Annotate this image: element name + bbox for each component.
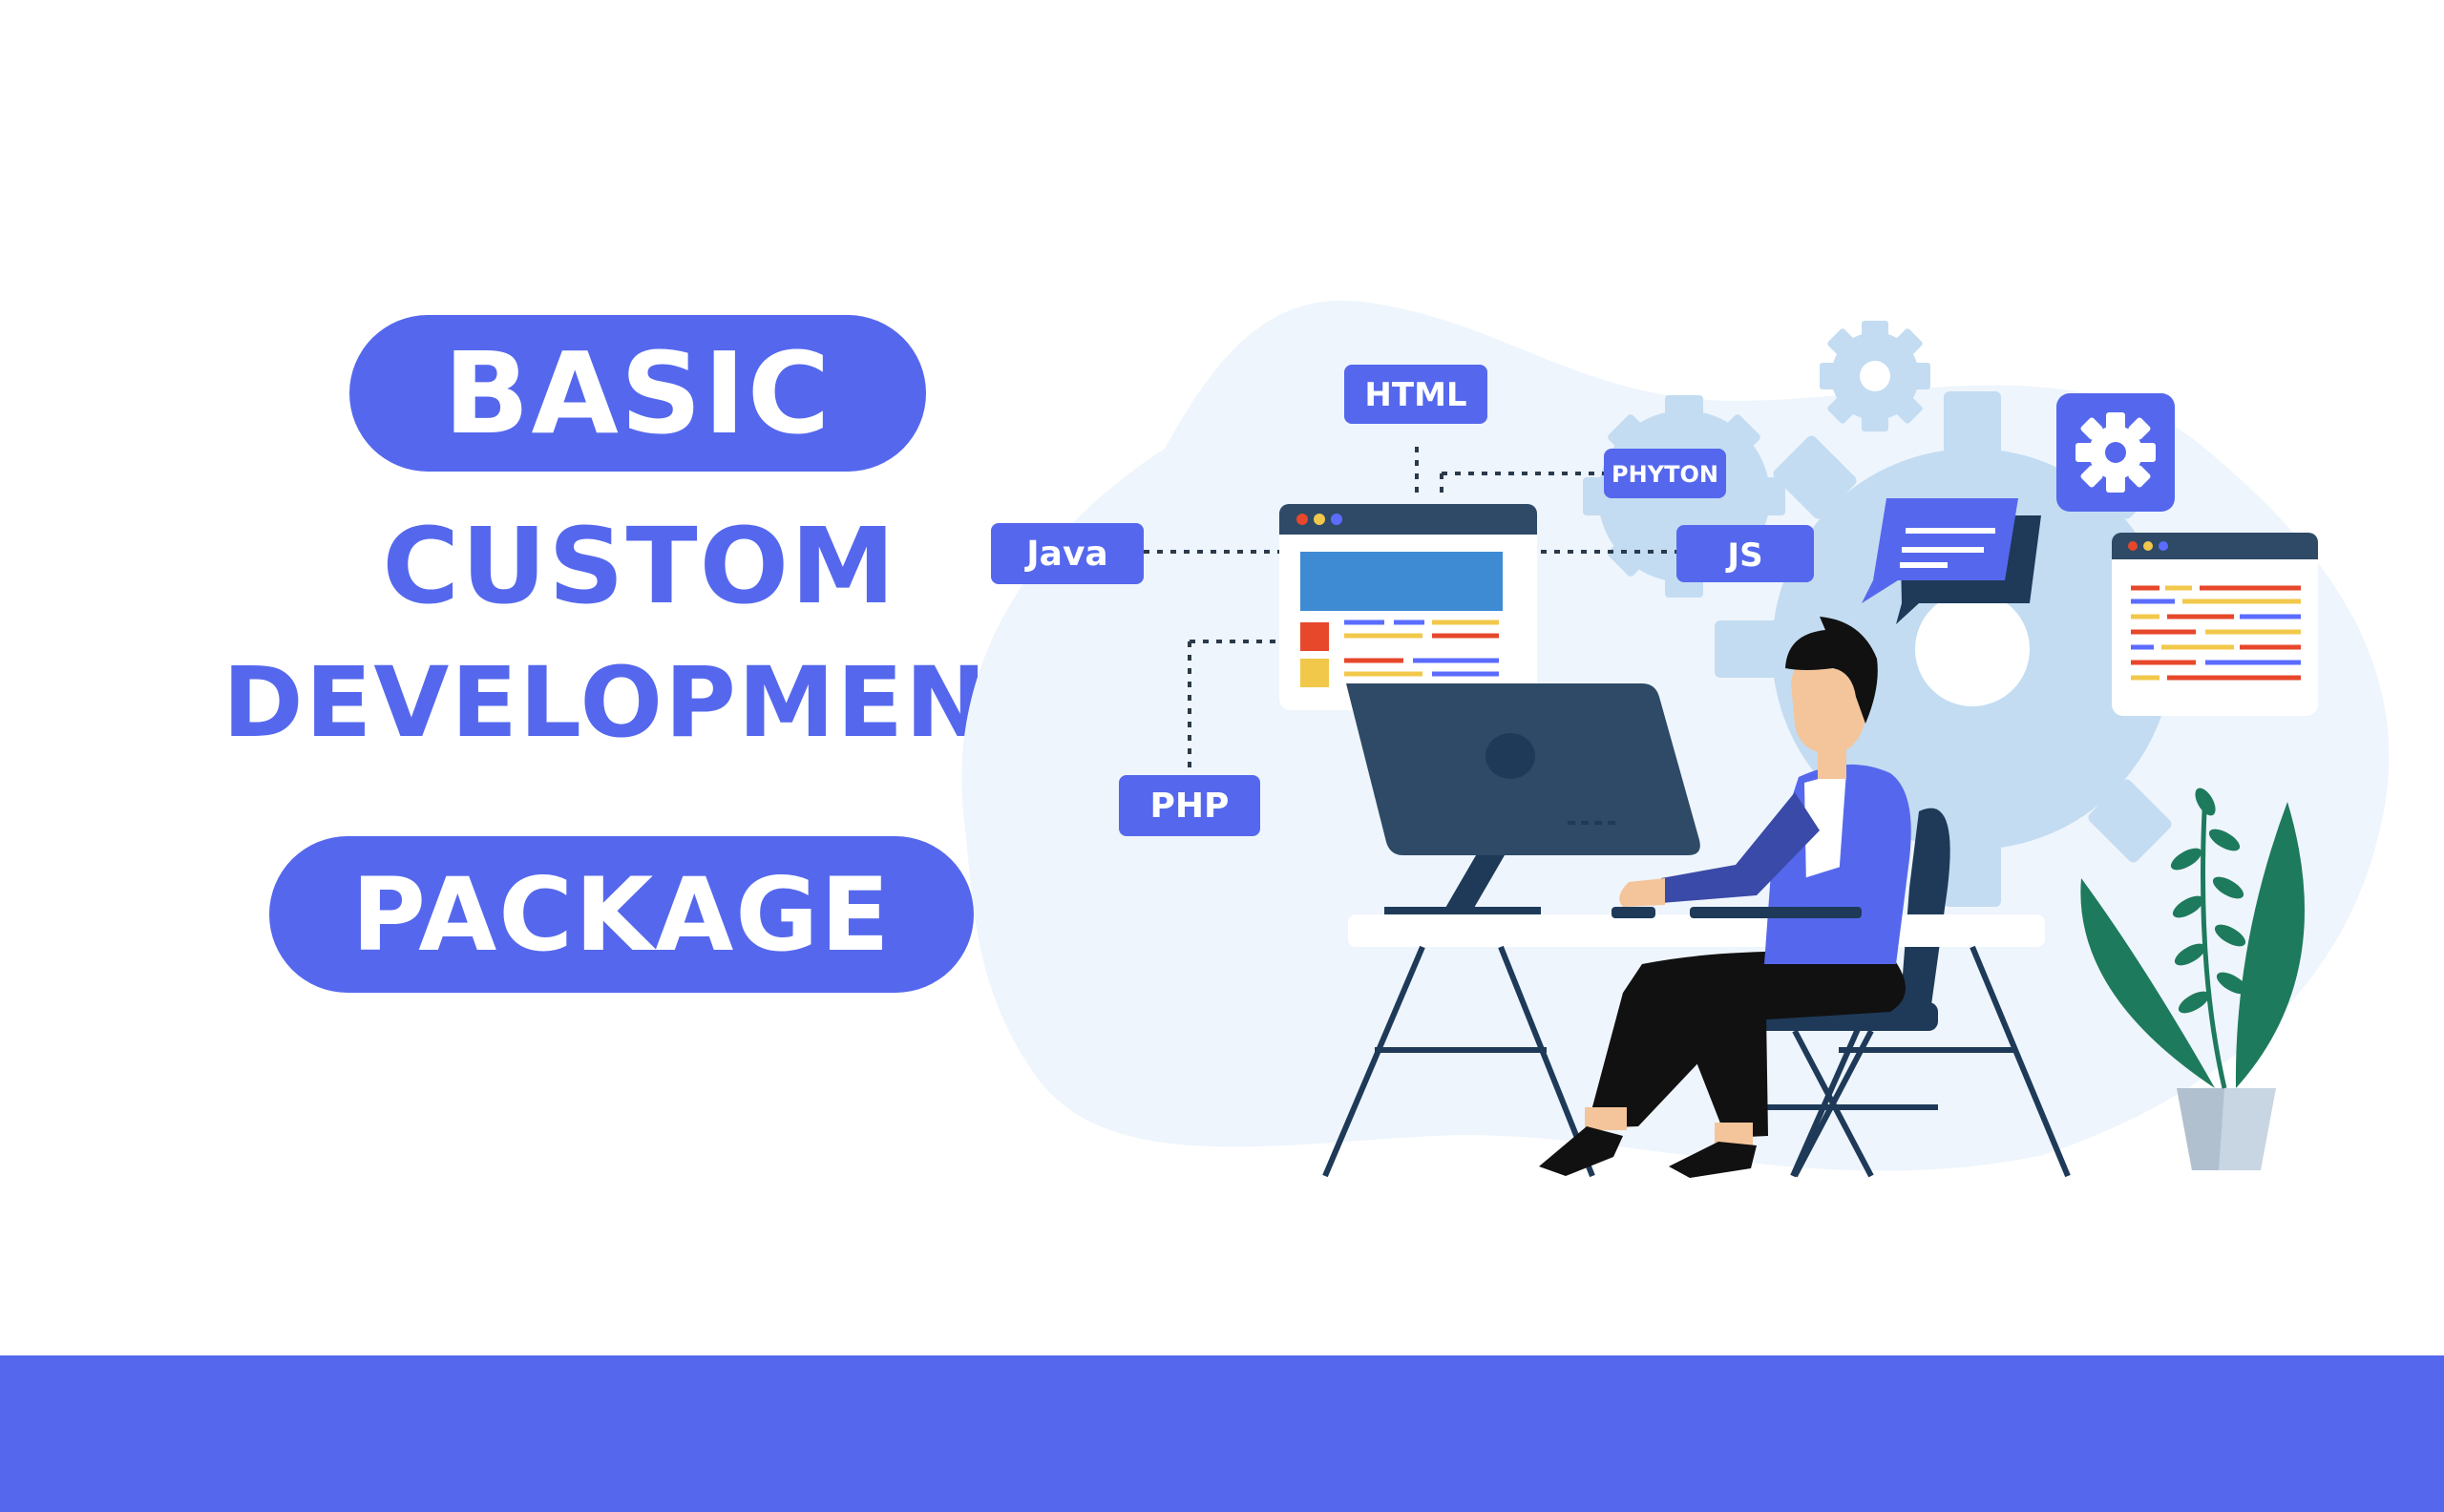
large-gear-hole xyxy=(1915,592,2030,706)
small-gear-hole xyxy=(1860,361,1890,391)
chat-bubble-icon xyxy=(1862,498,2041,624)
phyton-tag: PHYTON xyxy=(1604,449,1726,498)
phyton-tag-label: PHYTON xyxy=(1612,461,1718,488)
gear-icon xyxy=(2056,393,2175,512)
footer-band xyxy=(0,1355,2444,1512)
mouse-icon xyxy=(1612,907,1655,918)
potted-plant-icon xyxy=(2080,788,2305,1170)
browser-window-icon xyxy=(1279,504,1537,710)
php-tag-label: PHP xyxy=(1150,787,1230,826)
keyboard-icon xyxy=(1690,907,1862,918)
js-tag-label: JS xyxy=(1725,536,1762,575)
package-label: PACKAGE xyxy=(351,855,892,974)
js-tag: JS xyxy=(1676,525,1814,582)
basic-label: BASIC xyxy=(443,327,832,459)
java-tag: Java xyxy=(991,523,1144,584)
java-tag-label: Java xyxy=(1023,535,1107,574)
html-tag-label: HTML xyxy=(1364,376,1466,414)
html-tag: HTML xyxy=(1344,365,1487,424)
developer-person xyxy=(1539,617,1911,1178)
php-tag: PHP xyxy=(1119,775,1260,836)
code-window-icon xyxy=(2112,533,2318,716)
basic-pill: BASIC xyxy=(349,315,926,472)
development-heading: DEVELOPMENT xyxy=(222,646,1057,760)
custom-heading: CUSTOM xyxy=(382,505,897,627)
connector-lines xyxy=(1144,447,1676,775)
package-pill: PACKAGE xyxy=(269,836,974,993)
